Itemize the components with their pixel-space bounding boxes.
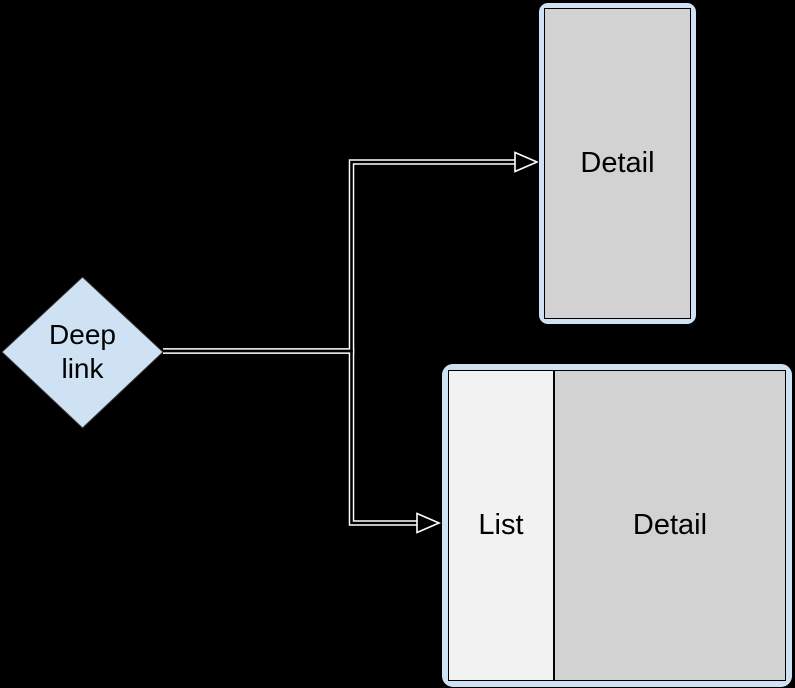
phone-screen: Detail [544, 8, 691, 319]
detail-pane: Detail [555, 371, 785, 680]
tablet-list-detail-window: List Detail [441, 363, 793, 688]
list-pane: List [449, 371, 553, 680]
phone-detail-label: Detail [580, 147, 655, 179]
arrowhead-to-detail [514, 151, 540, 173]
connector-deeplink-to-list-detail-casing [163, 348, 419, 526]
phone-detail-window: Detail [538, 2, 697, 325]
arrowhead-to-list-detail [416, 512, 442, 534]
detail-label: Detail [632, 509, 708, 541]
pane-divider [553, 371, 555, 680]
list-label: List [478, 509, 524, 541]
connector-deeplink-to-detail [163, 160, 517, 353]
connector-deeplink-to-list-detail [163, 349, 419, 525]
deep-link-label: Deep link [49, 318, 116, 384]
tablet-screen: List Detail [448, 370, 786, 681]
deep-link-node [1, 276, 164, 429]
connector-deeplink-to-detail-casing [163, 159, 517, 354]
